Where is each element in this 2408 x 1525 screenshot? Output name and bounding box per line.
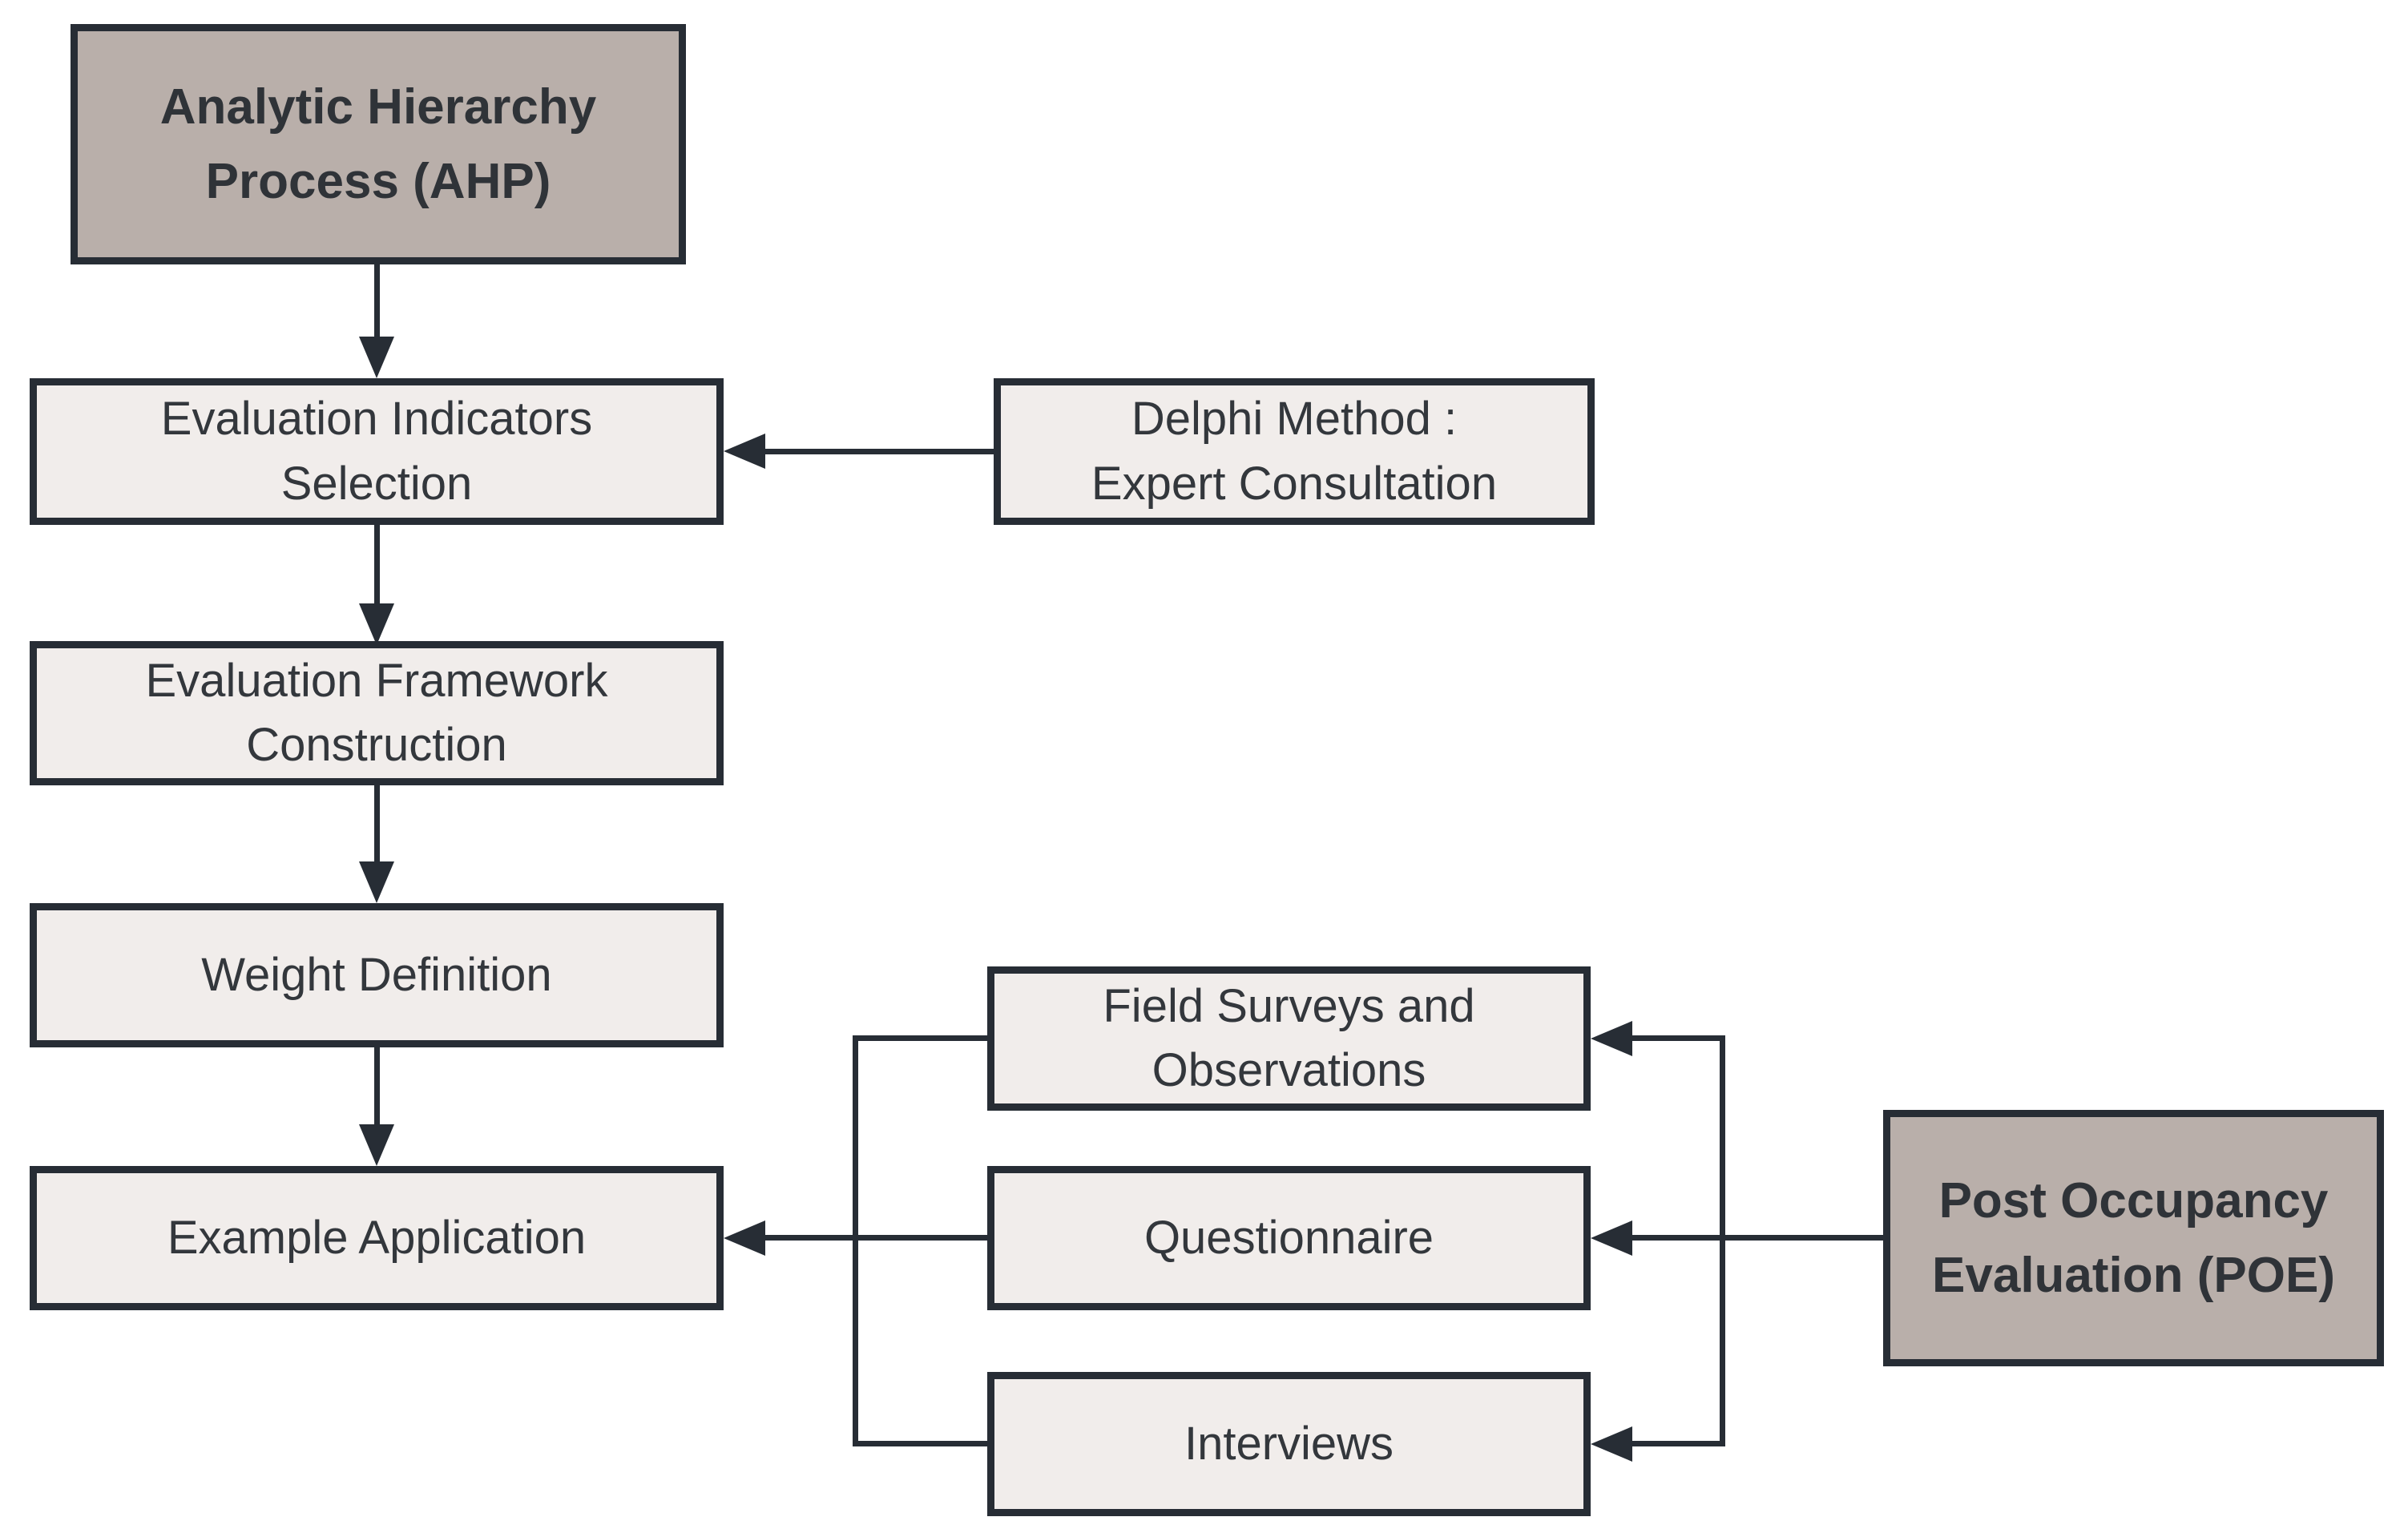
edge-interviews-merge-line bbox=[853, 1441, 987, 1446]
node-evaluation-indicators-selection: Evaluation Indicators Selection bbox=[30, 378, 724, 525]
node-field-surveys-and-observations: Field Surveys and Observations bbox=[987, 966, 1591, 1111]
node-label: Field Surveys and Observations bbox=[1103, 979, 1475, 1096]
node-label: Questionnaire bbox=[1143, 1211, 1434, 1264]
edge-ahp-indicators-line bbox=[374, 264, 380, 338]
node-interviews: Interviews bbox=[987, 1372, 1591, 1516]
edge-poe-fieldsurveys-line bbox=[1628, 1035, 1725, 1041]
edge-poe-interviews-line bbox=[1628, 1441, 1725, 1446]
edge-poe-questionnaire-line bbox=[1628, 1235, 1883, 1241]
arrowhead-down-icon bbox=[359, 861, 394, 903]
node-weight-definition: Weight Definition bbox=[30, 903, 724, 1047]
arrowhead-down-icon bbox=[359, 603, 394, 645]
node-label: Delphi Method : Expert Consultation bbox=[1091, 393, 1498, 510]
arrowhead-left-icon bbox=[724, 1220, 765, 1256]
node-post-occupancy-evaluation: Post Occupancy Evaluation (POE) bbox=[1883, 1110, 2384, 1366]
node-evaluation-framework-construction: Evaluation Framework Construction bbox=[30, 641, 724, 785]
merge-rail-line bbox=[853, 1036, 858, 1446]
edge-merge-example-line bbox=[761, 1235, 987, 1241]
edge-framework-weight-line bbox=[374, 785, 380, 863]
node-delphi-method-expert-consultation: Delphi Method : Expert Consultation bbox=[994, 378, 1595, 525]
node-label: Post Occupancy Evaluation (POE) bbox=[1932, 1173, 2335, 1303]
branch-rail-line bbox=[1720, 1036, 1725, 1446]
arrowhead-left-icon bbox=[1591, 1426, 1632, 1462]
edge-fieldsurveys-merge-line bbox=[853, 1035, 987, 1041]
node-example-application: Example Application bbox=[30, 1166, 724, 1310]
node-questionnaire: Questionnaire bbox=[987, 1166, 1591, 1310]
arrowhead-left-icon bbox=[1591, 1220, 1632, 1256]
arrowhead-left-icon bbox=[724, 434, 765, 469]
node-label: Weight Definition bbox=[201, 948, 552, 1001]
edge-delphi-indicators-line bbox=[761, 449, 994, 454]
node-label: Interviews bbox=[1184, 1417, 1394, 1470]
arrowhead-down-icon bbox=[359, 337, 394, 378]
node-label: Example Application bbox=[167, 1211, 587, 1264]
node-analytic-hierarchy-process: Analytic Hierarchy Process (AHP) bbox=[71, 24, 686, 264]
edge-weight-example-line bbox=[374, 1047, 380, 1126]
edge-indicators-framework-line bbox=[374, 525, 380, 605]
arrowhead-left-icon bbox=[1591, 1021, 1632, 1056]
node-label: Evaluation Indicators Selection bbox=[160, 393, 593, 510]
arrowhead-down-icon bbox=[359, 1124, 394, 1166]
node-label: Evaluation Framework Construction bbox=[145, 654, 608, 771]
node-label: Analytic Hierarchy Process (AHP) bbox=[159, 79, 597, 209]
